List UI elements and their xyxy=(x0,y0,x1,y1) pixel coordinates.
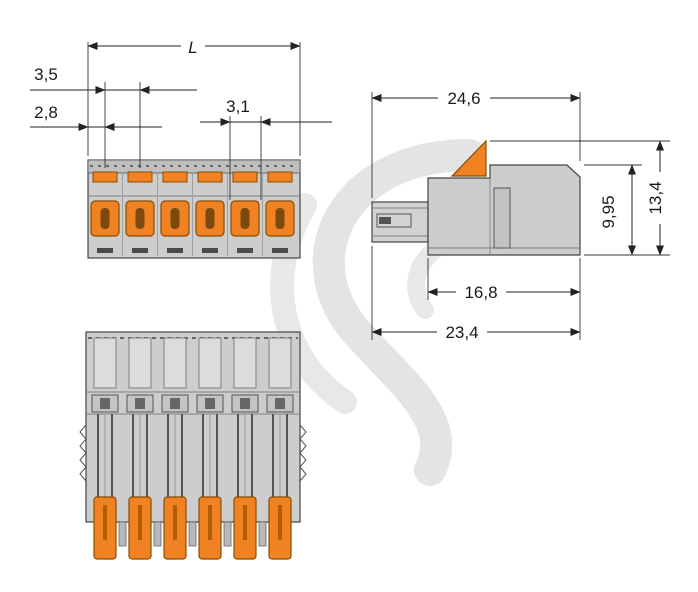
dim-height-body-label: 9,95 xyxy=(599,195,618,228)
dim-L-label: L xyxy=(188,38,197,57)
dim-9-95: 9,95 xyxy=(584,164,642,256)
dim-23-4: 23,4 xyxy=(371,246,581,342)
dim-edge-label: 2,8 xyxy=(34,103,58,122)
dim-pitch-label: 3,5 xyxy=(34,65,58,84)
dim-L: L xyxy=(87,35,301,156)
locking-lever xyxy=(450,139,487,177)
dim-height-total-label: 13,4 xyxy=(646,181,665,214)
dim-width-total-label: 24,6 xyxy=(447,89,480,108)
side-view xyxy=(371,139,581,256)
dim-13-4: 13,4 xyxy=(490,140,670,256)
dim-depth-body-label: 16,8 xyxy=(464,283,497,302)
dim-24-6: 24,6 xyxy=(371,87,581,198)
section-view xyxy=(79,331,307,560)
dim-16-8: 16,8 xyxy=(427,258,581,340)
dim-2-8: 2,8 xyxy=(30,103,162,131)
front-view xyxy=(87,159,301,259)
front-body xyxy=(87,159,301,259)
dim-3-5: 3,5 xyxy=(30,65,197,168)
left-serration xyxy=(79,424,87,482)
right-serration xyxy=(299,424,307,482)
dim-3-1: 3,1 xyxy=(200,97,332,200)
dim-button-label: 3,1 xyxy=(226,97,250,116)
section-body xyxy=(85,331,301,523)
dim-depth-total-label: 23,4 xyxy=(445,323,478,342)
